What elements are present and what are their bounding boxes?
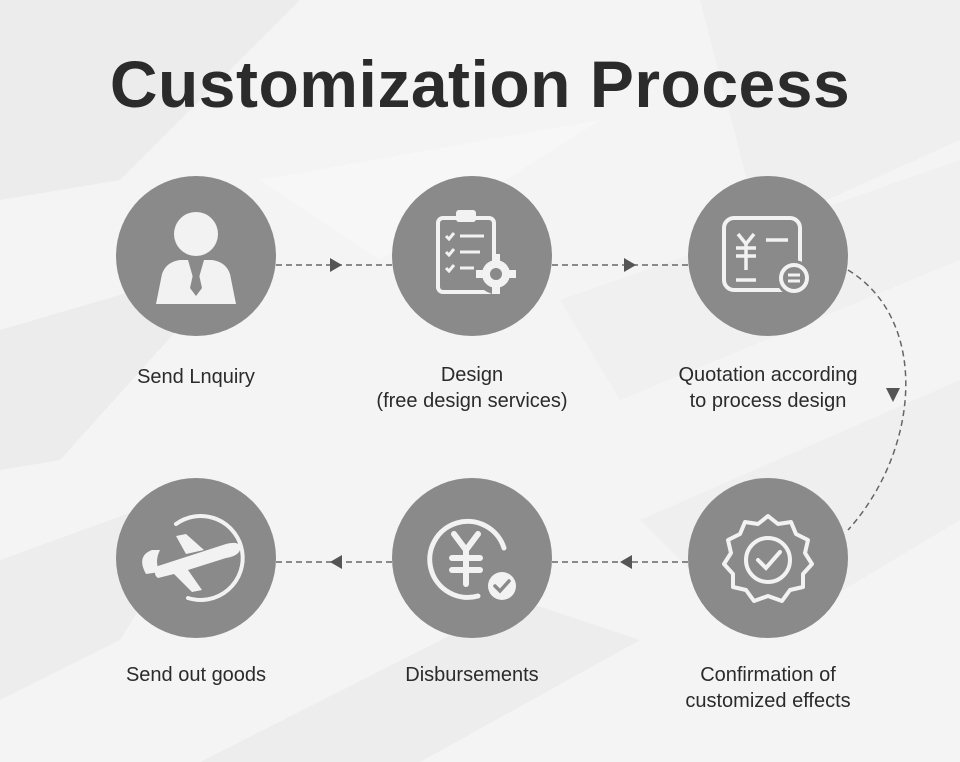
airplane-icon: [142, 513, 245, 602]
step-2-label: Design (free design services): [342, 362, 602, 414]
step-6-label-line-1: Send out goods: [125, 664, 267, 686]
yen-coin-check-icon: [427, 518, 520, 604]
step-1-label: Send Lnquiry: [66, 364, 326, 390]
step-3-circle: [688, 176, 848, 336]
step-2-label-line-2: (free design services): [376, 390, 568, 412]
arrowhead-4-5: [620, 555, 632, 569]
step-4-circle: [688, 478, 848, 638]
step-5-label-line-1: Disbursements: [405, 664, 539, 686]
connector-3-4: [847, 269, 907, 531]
step-3-label-line-1: Quotation according: [678, 364, 858, 386]
arrowhead-5-6: [330, 555, 342, 569]
arrowhead-1-2: [330, 258, 342, 272]
step-3-label: Quotation according to process design: [638, 362, 898, 414]
clipboard-gear-icon: [436, 210, 516, 294]
step-4-label-line-1: Confirmation of: [700, 664, 836, 686]
arrowhead-3-4: [886, 388, 900, 402]
step-3-label-line-2: to process design: [689, 390, 847, 412]
person-icon: [156, 212, 236, 304]
step-2-circle: [392, 176, 552, 336]
page-title: Customization Process: [109, 47, 851, 121]
step-5-circle: [392, 478, 552, 638]
arrowhead-2-3: [624, 258, 636, 272]
step-6-circle: [116, 478, 276, 638]
step-6-label: Send out goods: [66, 662, 326, 688]
check-badge-icon: [722, 514, 814, 603]
step-4-label: Confirmation of customized effects: [638, 662, 898, 714]
step-5-label: Disbursements: [342, 662, 602, 688]
step-1-circle: [116, 176, 276, 336]
yen-quotation-icon: [722, 216, 812, 296]
step-2-label-line-1: Design: [440, 364, 504, 386]
step-1-label-line-1: Send Lnquiry: [137, 366, 255, 388]
step-4-label-line-2: customized effects: [685, 690, 851, 712]
